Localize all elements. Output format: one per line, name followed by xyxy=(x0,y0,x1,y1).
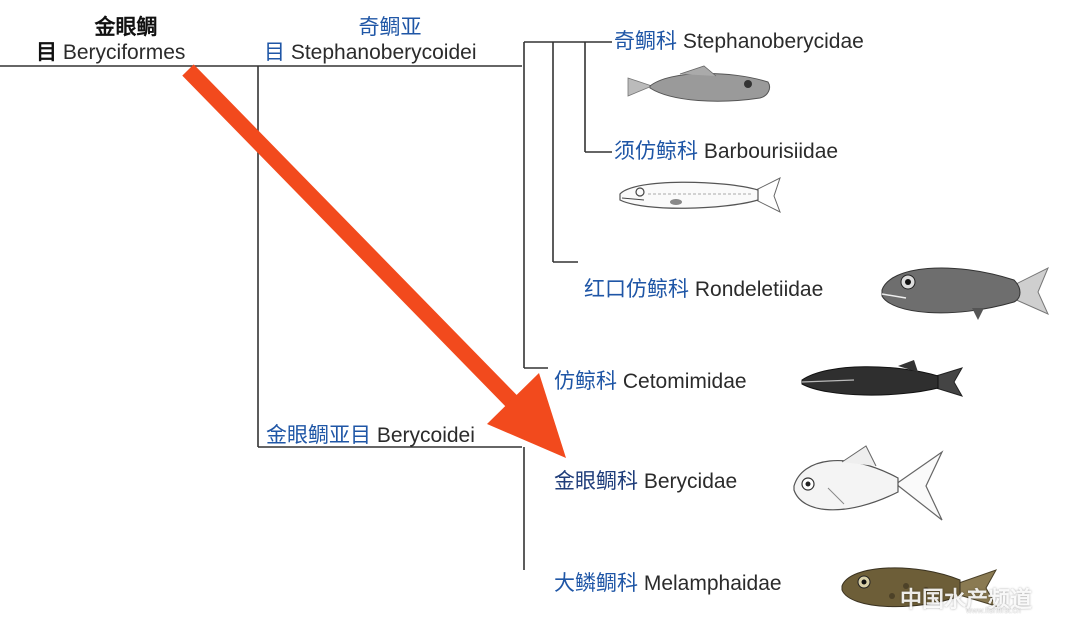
melamphaidae-fish-image xyxy=(841,567,998,608)
family-label-barbourisiidae: 须仿鲸科 Barbourisiidae xyxy=(614,140,838,164)
berycidae-fish-image xyxy=(793,445,944,521)
suborder1-zh-suffix: 目 xyxy=(264,41,285,64)
order-latin: Beryciformes xyxy=(62,41,186,64)
order-label: 目 Beryciformes xyxy=(36,41,185,65)
family-zh: 须仿鲸科 xyxy=(614,140,698,163)
suborder2-label: 金眼鲷亚目 Berycoidei xyxy=(266,424,475,448)
cetomimidae-fish-image xyxy=(801,360,964,397)
family-label-cetomimidae: 仿鲸科 Cetomimidae xyxy=(554,370,747,394)
suborder2-latin: Berycoidei xyxy=(376,424,475,447)
family-label-rondeletiidae: 红口仿鲸科 Rondeletiidae xyxy=(584,278,823,302)
family-label-melamphaidae: 大鳞鲷科 Melamphaidae xyxy=(554,572,782,596)
family-zh: 大鳞鲷科 xyxy=(554,572,638,595)
family-zh: 金眼鲷科 xyxy=(554,470,638,493)
family-latin: Stephanoberycidae xyxy=(682,30,864,53)
family-zh: 红口仿鲸科 xyxy=(584,278,689,301)
suborder2-zh: 金眼鲷亚目 xyxy=(266,424,371,447)
family-latin: Rondeletiidae xyxy=(694,278,824,301)
suborder1-latin: Stephanoberycoidei xyxy=(290,41,477,64)
family-zh: 仿鲸科 xyxy=(554,370,617,393)
family-latin: Berycidae xyxy=(643,470,738,493)
order-zh-label: 金眼鲷 xyxy=(94,16,158,39)
family-zh: 奇鲷科 xyxy=(614,30,677,53)
family-latin: Melamphaidae xyxy=(643,572,782,595)
family-label-berycidae: 金眼鲷科 Berycidae xyxy=(554,470,737,494)
highlight-arrow-shaft xyxy=(182,64,534,424)
watermark-text: 中国水产频道 xyxy=(900,587,1033,612)
family-label-stephanoberycidae: 奇鲷科 Stephanoberycidae xyxy=(614,30,864,54)
stephanoberycidae-fish-image xyxy=(627,65,771,102)
family-latin: Cetomimidae xyxy=(622,370,747,393)
rondeletiidae-fish-image xyxy=(881,266,1049,320)
highlight-arrow-head xyxy=(487,373,566,458)
family-latin: Barbourisiidae xyxy=(703,140,839,163)
watermark-url: www.fishfirst.cn xyxy=(966,606,1022,615)
suborder1-zh-label: 奇鲷亚 xyxy=(358,16,422,39)
suborder1-label: 目 Stephanoberycoidei xyxy=(264,41,476,65)
barbourisiidae-fish-image xyxy=(619,177,781,214)
order-zh-suffix: 目 xyxy=(36,41,57,64)
